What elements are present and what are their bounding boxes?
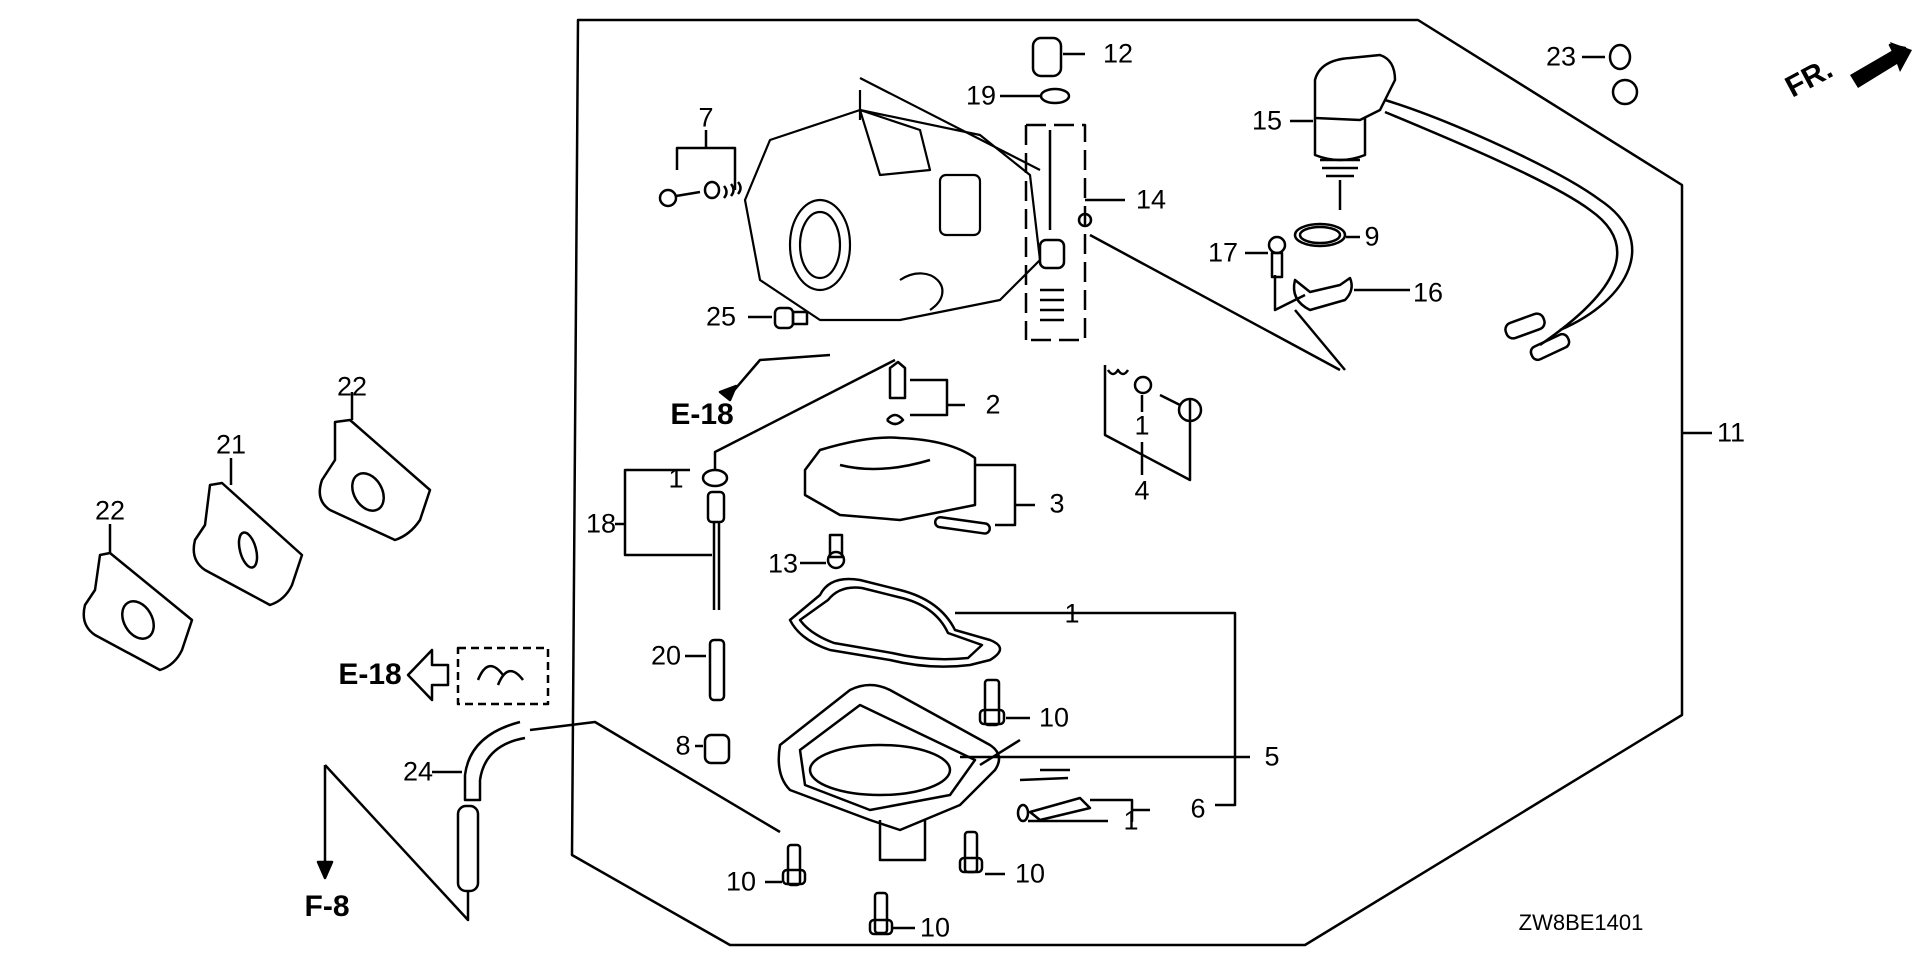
- part-12-icon: [1031, 36, 1085, 78]
- insulator-gasket-icon: [82, 392, 432, 672]
- callout-3: 3: [1049, 488, 1065, 519]
- ref-e18-left[interactable]: E-18: [338, 658, 402, 691]
- part-25-icon: [748, 306, 809, 330]
- callout-18: 18: [585, 508, 617, 539]
- part-14-icon: [1024, 123, 1125, 342]
- callout-25: 25: [705, 301, 737, 332]
- ref-e18-top[interactable]: E-18: [670, 398, 734, 431]
- callout-24: 24: [402, 756, 434, 787]
- part-3-icon: [803, 436, 1035, 535]
- part-6-icon: [1016, 796, 1150, 823]
- callout-12: 12: [1102, 38, 1134, 69]
- callout-14: 14: [1135, 184, 1167, 215]
- part-8-icon: [695, 733, 731, 765]
- callout-1: 1: [1123, 805, 1139, 836]
- part-16-icon: [1273, 275, 1410, 371]
- callout-9: 9: [1364, 221, 1380, 252]
- float-bowl-icon: [777, 683, 1250, 862]
- gasket-icon: [788, 577, 1237, 807]
- callout-13: 13: [767, 548, 799, 579]
- e18-left-arrow-icon: [406, 648, 450, 702]
- part-20-icon: [685, 638, 726, 702]
- callout-5: 5: [1264, 741, 1280, 772]
- part-23-icon: [1582, 43, 1639, 106]
- callout-20: 20: [650, 640, 682, 671]
- assembly-frame: [570, 18, 1684, 947]
- callout-10: 10: [1038, 702, 1070, 733]
- callout-1: 1: [1134, 410, 1150, 441]
- callout-1: 1: [1064, 598, 1080, 629]
- callout-1: 1: [668, 463, 684, 494]
- diagram-code: ZW8BE1401: [1518, 910, 1644, 935]
- connector-icon: [1504, 312, 1571, 362]
- part-15-icon: [1290, 53, 1634, 347]
- hose-24-icon: [324, 720, 781, 922]
- part-4-icon: [1103, 365, 1203, 482]
- part-13-icon: [800, 533, 846, 570]
- part-2-icon: [886, 360, 965, 426]
- callout-2: 2: [985, 389, 1001, 420]
- callout-21: 21: [215, 429, 247, 460]
- callout-11: 11: [1716, 417, 1746, 448]
- callout-22: 22: [94, 495, 126, 526]
- callout-16: 16: [1412, 277, 1444, 308]
- callout-10: 10: [919, 912, 951, 943]
- part-9-icon: [1293, 222, 1360, 248]
- callout-4: 4: [1134, 475, 1150, 506]
- part-7-icon: [658, 130, 742, 208]
- callout-19: 19: [965, 80, 997, 111]
- ref-f8[interactable]: F-8: [304, 890, 350, 923]
- carburetor-body-icon: [743, 77, 1042, 322]
- callout-7: 7: [698, 102, 714, 133]
- clamp-box: [456, 646, 550, 706]
- callout-15: 15: [1251, 105, 1283, 136]
- callout-6: 6: [1190, 793, 1206, 824]
- callout-10: 10: [1014, 858, 1046, 889]
- part-19-icon: [1000, 87, 1071, 105]
- callout-23: 23: [1545, 41, 1577, 72]
- callout-22: 22: [336, 371, 368, 402]
- part-18-icon: [615, 468, 729, 610]
- callout-10: 10: [725, 866, 757, 897]
- screw-10-icon: [765, 678, 1030, 936]
- ref-arrow-e18-top: [729, 353, 831, 396]
- part-17-icon: [1245, 235, 1287, 279]
- callout-8: 8: [675, 730, 691, 761]
- callout-17: 17: [1207, 237, 1239, 268]
